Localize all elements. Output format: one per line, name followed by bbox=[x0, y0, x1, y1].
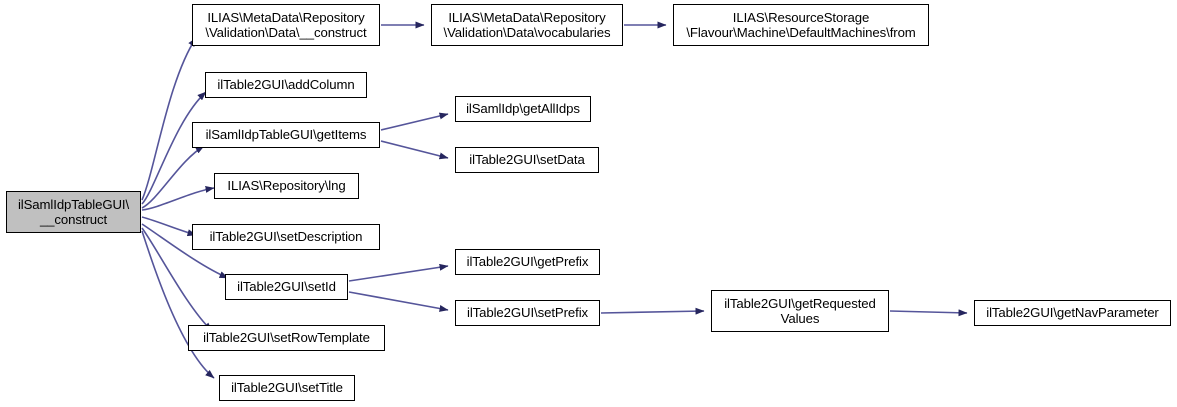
graph-node[interactable]: ilTable2GUI\getNavParameter bbox=[974, 300, 1171, 326]
graph-edge bbox=[348, 263, 449, 282]
node-label: ilTable2GUI\setRowTemplate bbox=[203, 330, 370, 346]
graph-node[interactable]: ILIAS\ResourceStorage \Flavour\Machine\D… bbox=[673, 4, 929, 46]
graph-node[interactable]: ILIAS\Repository\lng bbox=[214, 173, 359, 199]
graph-node[interactable]: ilTable2GUI\getRequested Values bbox=[711, 290, 889, 332]
graph-node[interactable]: ilSamlIdp\getAllIdps bbox=[455, 96, 591, 122]
node-label: ILIAS\MetaData\Repository \Validation\Da… bbox=[205, 9, 367, 41]
graph-edge bbox=[141, 37, 197, 201]
node-label: ILIAS\MetaData\Repository \Validation\Da… bbox=[443, 9, 611, 41]
node-label: ilTable2GUI\getRequested Values bbox=[724, 295, 876, 327]
node-label: ilTable2GUI\setData bbox=[469, 152, 585, 168]
node-label: ilSamlIdp\getAllIdps bbox=[466, 101, 580, 117]
graph-edge bbox=[380, 140, 449, 160]
node-label: ilTable2GUI\setDescription bbox=[209, 229, 363, 245]
graph-edge bbox=[141, 145, 205, 209]
graph-node[interactable]: ilTable2GUI\setRowTemplate bbox=[188, 325, 385, 351]
node-label: ilTable2GUI\setId bbox=[237, 279, 336, 295]
node-label: ILIAS\ResourceStorage \Flavour\Machine\D… bbox=[686, 9, 916, 41]
graph-node[interactable]: ILIAS\MetaData\Repository \Validation\Da… bbox=[192, 4, 380, 46]
node-label: ilTable2GUI\setPrefix bbox=[466, 305, 589, 321]
graph-node[interactable]: ilTable2GUI\setData bbox=[455, 147, 599, 173]
node-label: ilTable2GUI\addColumn bbox=[217, 77, 355, 93]
node-label: ilSamlIdpTableGUI\getItems bbox=[205, 127, 367, 143]
graph-node[interactable]: ilTable2GUI\setDescription bbox=[192, 224, 380, 250]
graph-edge bbox=[380, 112, 449, 131]
graph-edge bbox=[889, 309, 968, 317]
graph-node[interactable]: ilTable2GUI\setId bbox=[225, 274, 348, 300]
graph-node[interactable]: ilTable2GUI\getPrefix bbox=[455, 249, 600, 275]
node-label: ILIAS\Repository\lng bbox=[227, 178, 346, 194]
graph-edge bbox=[141, 216, 197, 237]
graph-edge bbox=[141, 185, 215, 211]
graph-node[interactable]: ILIAS\MetaData\Repository \Validation\Da… bbox=[431, 4, 623, 46]
graph-node[interactable]: ilSamlIdpTableGUI\getItems bbox=[192, 122, 380, 148]
node-label: ilTable2GUI\setTitle bbox=[231, 380, 343, 396]
graph-edge bbox=[141, 230, 215, 379]
graph-edge bbox=[348, 291, 449, 312]
node-label: ilSamlIdpTableGUI\ __construct bbox=[17, 196, 130, 228]
graph-node-root[interactable]: ilSamlIdpTableGUI\ __construct bbox=[6, 191, 141, 233]
graph-node[interactable]: ilTable2GUI\setTitle bbox=[219, 375, 355, 401]
graph-node[interactable]: ilTable2GUI\addColumn bbox=[205, 72, 367, 98]
graph-edge bbox=[600, 307, 705, 315]
node-label: ilTable2GUI\getNavParameter bbox=[986, 305, 1159, 321]
graph-edge bbox=[141, 91, 207, 205]
node-label: ilTable2GUI\getPrefix bbox=[466, 254, 589, 270]
graph-node[interactable]: ilTable2GUI\setPrefix bbox=[455, 300, 600, 326]
